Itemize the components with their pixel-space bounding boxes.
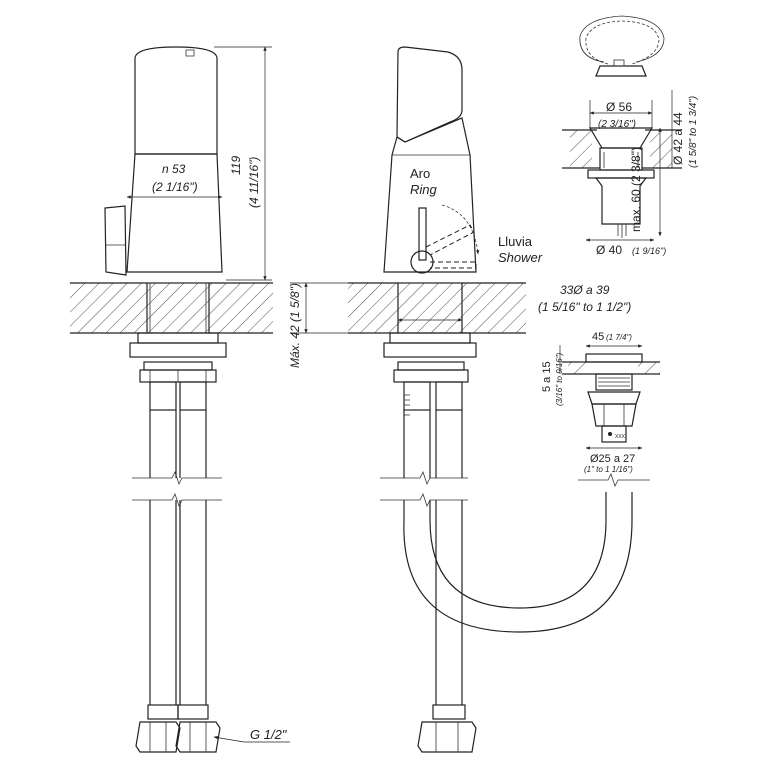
side-labels: Aro Ring Lluvia Shower — [410, 166, 543, 265]
valve-width-in-label: (1 7/4") — [606, 333, 632, 342]
body-diameter-in-label: (2 1/16") — [152, 180, 198, 194]
connection-label: G 1/2" — [250, 727, 288, 742]
drain-thread-label: Ø 42 a 44 — [671, 112, 685, 165]
valve-hole-in-label: (1" to 1 1/16") — [584, 465, 633, 474]
shower-label: Shower — [498, 250, 543, 265]
valve-hole-label: Ø25 a 27 — [590, 453, 635, 465]
valve-deck-in-label: (3/16" to 9/16") — [555, 352, 564, 406]
drain-bottom-in-label: (1 9/16") — [632, 246, 666, 256]
height-label: 119 — [229, 156, 243, 175]
side-view — [348, 46, 633, 753]
hole-range-in-label: (1 5/16" to 1 1/2") — [538, 300, 631, 314]
stamp-mark: XXX — [615, 434, 626, 440]
front-dimensions: n 53 (2 1/16") 119 (4 11/16") G 1/2" — [126, 46, 290, 743]
break-marks-left — [132, 470, 650, 508]
deck-dimensions: Máx. 42 (1 5/8") 33Ø a 39 (1 5/16" to 1 … — [288, 282, 631, 368]
lluvia-label: Lluvia — [498, 234, 533, 249]
valve-detail: 45 (1 7/4") XXX 5 a 15 (3/16" to 9/16") … — [541, 331, 660, 474]
drain-max-label: max. 60 (2 3/8") — [629, 147, 643, 232]
front-view — [70, 46, 273, 753]
drain-thread-in-label: (1 5/8" to 1 3/4") — [688, 96, 699, 168]
drain-top-label: Ø 56 — [606, 100, 632, 114]
body-diameter-label: n 53 — [162, 162, 186, 176]
ring-label: Ring — [410, 182, 438, 197]
max-deck-label: Máx. 42 (1 5/8") — [288, 283, 302, 368]
valve-deck-label: 5 a 15 — [541, 361, 553, 392]
drain-bottom-label: Ø 40 — [596, 243, 622, 257]
drain-detail: Ø 56 (2 3/16") Ø 42 a 44 (1 5/8" to 1 3/… — [562, 15, 699, 257]
aro-label: Aro — [410, 166, 430, 181]
height-in-label: (4 11/16") — [247, 157, 261, 208]
hole-range-label: 33Ø a 39 — [560, 283, 610, 297]
drain-top-in-label: (2 3/16") — [598, 119, 636, 130]
valve-width-label: 45 — [592, 331, 604, 343]
